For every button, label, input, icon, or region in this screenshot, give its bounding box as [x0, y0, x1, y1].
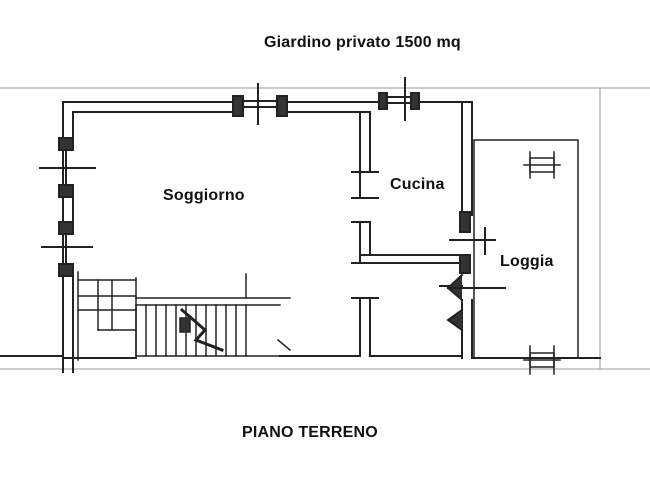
floor-level-label: PIANO TERRENO	[242, 424, 378, 441]
garden-label: Giardino privato 1500 mq	[264, 34, 461, 51]
exterior-walls	[62, 101, 473, 373]
interior-wall-cucina-bottom	[351, 211, 471, 274]
window-top-cucina	[378, 77, 420, 121]
stair-area	[77, 271, 292, 361]
bottom-wall-line	[0, 355, 601, 359]
outer-guide-lines	[0, 87, 650, 370]
interior-wall-lower	[351, 285, 463, 357]
window-left-upper	[39, 137, 96, 198]
room-label-cucina: Cucina	[390, 176, 445, 193]
room-label-soggiorno: Soggiorno	[163, 187, 245, 204]
door-to-loggia	[446, 227, 506, 332]
window-top-soggiorno	[232, 83, 288, 125]
interior-wall-soggiorno-cucina	[351, 111, 379, 263]
window-left-lower	[41, 221, 93, 277]
room-label-loggia: Loggia	[500, 253, 554, 270]
